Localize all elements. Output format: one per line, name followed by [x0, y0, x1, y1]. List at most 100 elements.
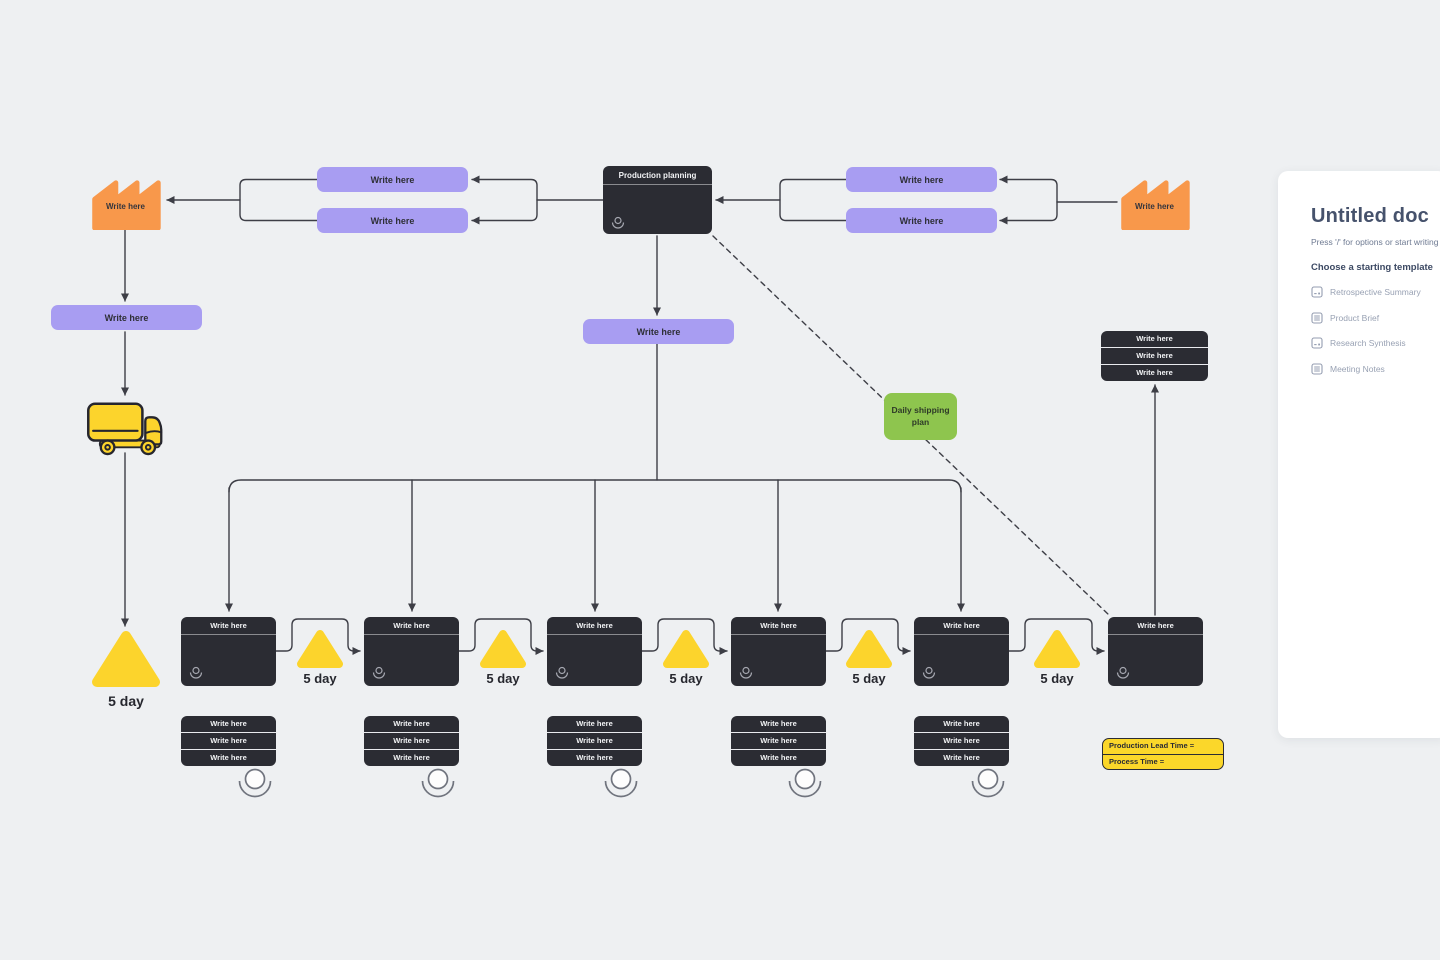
- template-item-retrospective-summary[interactable]: Retrospective Summary: [1311, 286, 1440, 298]
- stack-row: Write here: [914, 749, 1009, 766]
- data-stack[interactable]: Write here Write here Write here: [731, 716, 826, 766]
- process-box[interactable]: Write here: [181, 617, 276, 686]
- stack-row: Write here: [547, 749, 642, 766]
- doc-layout-icon: [1311, 337, 1323, 349]
- operator-symbol[interactable]: [602, 767, 640, 799]
- triangle-icon: [92, 631, 160, 687]
- lead-time-box[interactable]: Production Lead Time = Process Time =: [1102, 738, 1224, 770]
- info-pill[interactable]: Write here: [317, 208, 468, 233]
- data-stack[interactable]: Write here Write here Write here: [1101, 331, 1208, 381]
- inventory-time-label: 5 day: [669, 671, 703, 686]
- operator-icon: [611, 216, 625, 229]
- stack-row: Write here: [760, 719, 797, 728]
- operator-symbol[interactable]: [236, 767, 274, 799]
- operator-icon: [555, 666, 569, 679]
- stack-row: Write here: [1101, 347, 1208, 364]
- template-item-product-brief[interactable]: Product Brief: [1311, 311, 1440, 324]
- triangle-icon: [663, 630, 709, 668]
- data-stack[interactable]: Write here Write here Write here: [364, 716, 459, 766]
- data-stack[interactable]: Write here Write here Write here: [547, 716, 642, 766]
- doc-title[interactable]: Untitled doc: [1311, 205, 1429, 227]
- customer-factory-node[interactable]: Write here: [1117, 176, 1192, 230]
- triangle-icon: [297, 630, 343, 668]
- templates-heading: Choose a starting template: [1311, 262, 1433, 273]
- truck-icon: [87, 402, 163, 456]
- info-pill[interactable]: Write here: [51, 305, 202, 330]
- stack-row: Write here: [181, 749, 276, 766]
- inventory-triangle[interactable]: 5 day: [479, 629, 527, 686]
- stack-row: Write here: [914, 732, 1009, 749]
- doc-hint: Press '/' for options or start writing: [1311, 237, 1439, 247]
- production-planning-box[interactable]: Production planning: [603, 166, 712, 234]
- process-box[interactable]: Write here: [547, 617, 642, 686]
- inventory-triangle[interactable]: 5 day: [296, 629, 344, 686]
- inventory-time-label: 5 day: [108, 693, 144, 709]
- production-lead-time-row: Production Lead Time =: [1109, 741, 1195, 750]
- stack-row: Write here: [1101, 364, 1208, 381]
- process-box-title: Write here: [181, 617, 276, 635]
- inventory-time-label: 5 day: [303, 671, 337, 686]
- stack-row: Write here: [731, 749, 826, 766]
- doc-panel: Untitled doc Press '/' for options or st…: [1278, 171, 1440, 738]
- factory-icon: [92, 180, 161, 230]
- stack-row: Write here: [547, 732, 642, 749]
- process-box-title: Write here: [914, 617, 1009, 635]
- stack-row: Write here: [364, 732, 459, 749]
- info-pill[interactable]: Write here: [317, 167, 468, 192]
- factory-label: Write here: [1135, 202, 1174, 211]
- inventory-triangle[interactable]: 5 day: [91, 630, 161, 709]
- process-box[interactable]: Write here: [731, 617, 826, 686]
- operator-symbol[interactable]: [786, 767, 824, 799]
- operator-icon: [189, 666, 203, 679]
- process-box[interactable]: Write here: [1108, 617, 1203, 686]
- process-box-title: Write here: [364, 617, 459, 635]
- stack-row: Write here: [393, 719, 430, 728]
- operator-symbol[interactable]: [419, 767, 457, 799]
- inventory-time-label: 5 day: [852, 671, 886, 686]
- triangle-icon: [846, 630, 892, 668]
- stack-row: Write here: [210, 719, 247, 728]
- data-stack[interactable]: Write here Write here Write here: [181, 716, 276, 766]
- operator-icon: [1116, 666, 1130, 679]
- production-planning-title: Production planning: [603, 166, 712, 185]
- process-time-row: Process Time =: [1103, 753, 1223, 770]
- inventory-time-label: 5 day: [486, 671, 520, 686]
- shipment-truck-node[interactable]: [85, 398, 165, 456]
- info-pill[interactable]: Write here: [583, 319, 734, 344]
- info-pill[interactable]: Write here: [846, 167, 997, 192]
- factory-label: Write here: [106, 202, 145, 211]
- data-stack[interactable]: Write here Write here Write here: [914, 716, 1009, 766]
- template-list: Retrospective Summary Product Brief Rese…: [1311, 286, 1440, 375]
- template-item-research-synthesis[interactable]: Research Synthesis: [1311, 337, 1440, 349]
- stack-row: Write here: [576, 719, 613, 728]
- factory-icon: [1121, 180, 1190, 230]
- stack-row: Write here: [943, 719, 980, 728]
- inventory-triangle[interactable]: 5 day: [1033, 629, 1081, 686]
- stack-row: Write here: [364, 749, 459, 766]
- stack-row: Write here: [1136, 334, 1173, 343]
- process-box[interactable]: Write here: [364, 617, 459, 686]
- daily-shipping-plan-note[interactable]: Daily shipping plan: [884, 393, 957, 440]
- inventory-triangle[interactable]: 5 day: [662, 629, 710, 686]
- inventory-time-label: 5 day: [1040, 671, 1074, 686]
- operator-icon: [739, 666, 753, 679]
- stack-row: Write here: [731, 732, 826, 749]
- process-box[interactable]: Write here: [914, 617, 1009, 686]
- info-pill[interactable]: Write here: [846, 208, 997, 233]
- operator-icon: [922, 666, 936, 679]
- triangle-icon: [480, 630, 526, 668]
- operator-icon: [372, 666, 386, 679]
- process-box-title: Write here: [731, 617, 826, 635]
- doc-layout-icon: [1311, 286, 1323, 298]
- triangle-icon: [1034, 630, 1080, 668]
- operator-symbol[interactable]: [969, 767, 1007, 799]
- stack-row: Write here: [181, 732, 276, 749]
- inventory-triangle[interactable]: 5 day: [845, 629, 893, 686]
- process-box-title: Write here: [1108, 617, 1203, 635]
- supplier-factory-node[interactable]: Write here: [88, 176, 163, 230]
- doc-lines-icon: [1311, 311, 1323, 324]
- template-item-meeting-notes[interactable]: Meeting Notes: [1311, 362, 1440, 375]
- doc-lines-icon: [1311, 362, 1323, 375]
